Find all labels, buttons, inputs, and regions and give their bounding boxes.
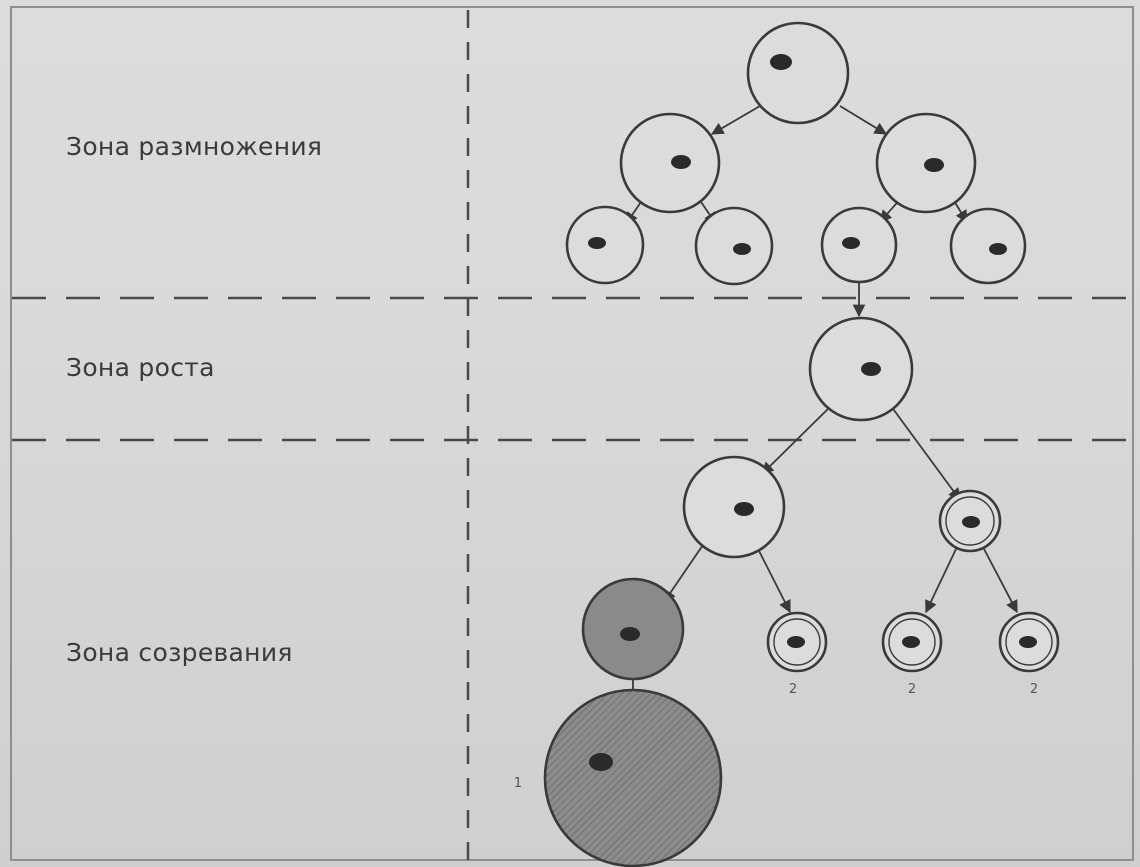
division-arrow-10: [663, 541, 706, 604]
zone-maturation-label: Зона созревания: [66, 638, 293, 667]
cell-polar-body-first: [938, 489, 1002, 553]
division-arrow-13: [982, 546, 1018, 614]
cell-secondary-oocyte: [682, 455, 786, 559]
cell-nucleus: [733, 243, 751, 255]
cell-nucleus: [589, 753, 613, 771]
cell-mature-oocyte: [581, 577, 685, 681]
cell-nucleus: [734, 502, 754, 516]
ovum-label: 1: [514, 776, 522, 791]
cell-membrane: [949, 207, 1027, 285]
cell-oogonium-l1: [619, 112, 721, 214]
cell-membrane: [543, 688, 723, 867]
cell-oogonium-r2b: [949, 207, 1027, 285]
cell-membrane: [694, 206, 774, 286]
cell-nucleus: [620, 627, 640, 641]
cell-membrane: [746, 21, 850, 125]
cell-nucleus: [842, 237, 860, 249]
polar-body-label-3: 2: [1030, 682, 1038, 697]
division-arrow-8: [761, 401, 836, 475]
cell-polar-body-1: [766, 611, 828, 673]
cell-oogonium-l2a: [565, 205, 645, 285]
cell-nucleus: [962, 516, 980, 528]
cell-nucleus: [902, 636, 920, 648]
division-arrow-11: [755, 544, 791, 614]
cell-membrane: [619, 112, 721, 214]
polar-body-label-1: 2: [789, 682, 797, 697]
cell-inner-ring: [1005, 618, 1053, 666]
cell-nucleus: [989, 243, 1007, 255]
cell-nucleus: [588, 237, 606, 249]
cell-nucleus: [671, 155, 691, 169]
cell-membrane: [682, 455, 786, 559]
zone-growth-label: Зона роста: [66, 353, 215, 382]
division-arrow-9: [887, 401, 961, 502]
cell-primary-oocyte: [808, 316, 914, 422]
zone-reproduction-label: Зона размножения: [66, 132, 323, 161]
cell-polar-body-2: [881, 611, 943, 673]
cell-oogonium-r2a: [820, 206, 898, 284]
cell-nucleus: [1019, 636, 1037, 648]
cell-nucleus: [924, 158, 944, 172]
cell-ovum: [543, 688, 723, 867]
division-arrow-1: [710, 105, 761, 135]
cell-nucleus: [770, 54, 792, 70]
division-arrow-2: [839, 105, 888, 135]
polar-body-label-2: 2: [908, 682, 916, 697]
cell-nucleus: [861, 362, 881, 376]
cell-inner-ring: [888, 618, 936, 666]
division-arrow-12: [925, 546, 958, 614]
cell-oogonium-r1: [875, 112, 977, 214]
cell-oogonium-root: [746, 21, 850, 125]
cell-polar-body-3: [998, 611, 1060, 673]
cell-inner-ring: [945, 496, 995, 546]
cell-inner-ring: [773, 618, 821, 666]
cell-nucleus: [787, 636, 805, 648]
cell-oogonium-l2b: [694, 206, 774, 286]
diagram-frame: [10, 6, 1134, 861]
cells-group: [543, 21, 1060, 867]
